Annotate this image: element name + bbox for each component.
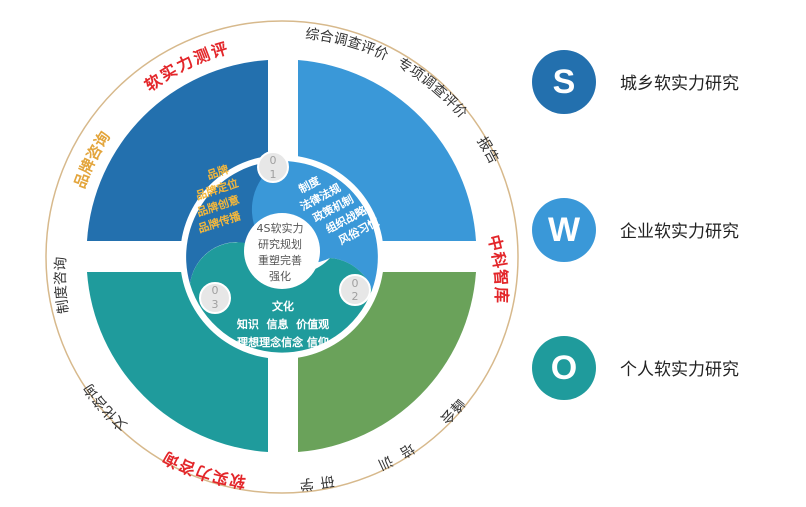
center-circle (244, 213, 320, 289)
legend-circle-o: O (532, 336, 596, 400)
badge-02-top: 0 (352, 277, 359, 290)
legend-label-o: 个人软实力研究 (620, 360, 739, 380)
badge-03-bottom: 3 (212, 298, 219, 311)
badge-03 (199, 282, 231, 314)
culture-title: 文化 (272, 299, 294, 313)
center-line-2: 研究规划 (258, 237, 302, 251)
legend-label-w: 企业软实力研究 (620, 222, 739, 242)
legend-circle-s: S (532, 50, 596, 114)
legend-label-s: 城乡软实力研究 (620, 74, 739, 94)
brand-title: 品牌 (205, 162, 230, 182)
badge-02-bottom: 2 (352, 290, 359, 303)
badge-02 (339, 274, 371, 306)
center-line-4: 强化 (269, 269, 291, 283)
badge-01 (257, 151, 289, 183)
culture-line-2: 理想理念信念 信仰 (237, 335, 329, 349)
legend-circle-w: W (532, 198, 596, 262)
culture-line-1: 知识 信息 价值观 (236, 317, 329, 331)
segment-culture (190, 242, 372, 353)
center-line-1: 4S软实力 (257, 221, 304, 235)
ring-label-seminar: 研学 (293, 472, 335, 492)
legend-item-o: O 个人软实力研究 (532, 336, 792, 400)
badge-01-top: 0 (270, 154, 277, 167)
badge-01-bottom: 1 (270, 168, 277, 181)
legend-item-w: W 企业软实力研究 (532, 198, 792, 262)
legend-item-s: S 城乡软实力研究 (532, 50, 792, 114)
badge-03-top: 0 (212, 284, 219, 297)
center-line-3: 重塑完善 (258, 253, 302, 267)
